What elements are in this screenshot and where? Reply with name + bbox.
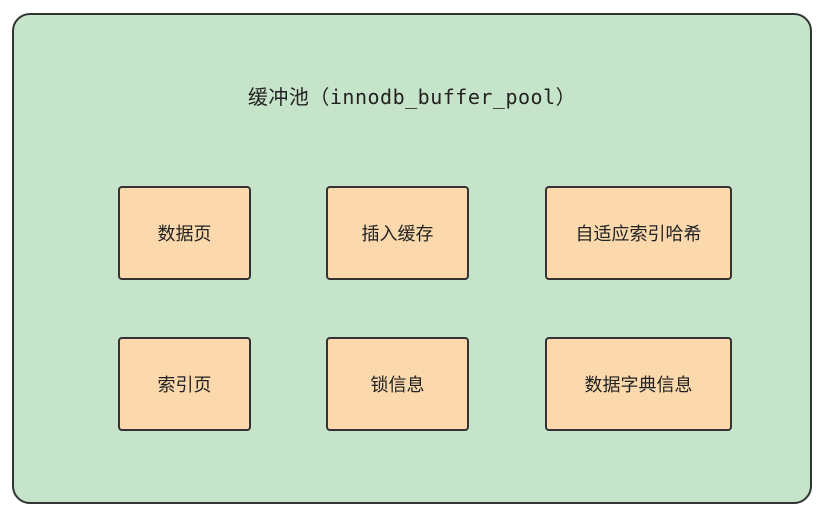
component-index-page: 索引页 (118, 337, 251, 431)
component-label: 锁信息 (370, 375, 425, 396)
component-label: 数据页 (157, 224, 212, 245)
buffer-pool-container: 缓冲池（innodb_buffer_pool） 数据页 插入缓存 自适应索引哈希… (12, 13, 812, 504)
component-label: 自适应索引哈希 (575, 224, 702, 245)
component-label: 插入缓存 (361, 224, 434, 245)
component-data-page: 数据页 (118, 186, 251, 280)
component-adaptive-hash-index: 自适应索引哈希 (545, 186, 732, 280)
buffer-pool-title: 缓冲池（innodb_buffer_pool） (247, 85, 577, 109)
component-insert-buffer: 插入缓存 (326, 186, 469, 280)
component-lock-info: 锁信息 (326, 337, 469, 431)
component-label: 数据字典信息 (584, 375, 693, 396)
component-label: 索引页 (157, 375, 212, 396)
component-data-dictionary: 数据字典信息 (545, 337, 732, 431)
